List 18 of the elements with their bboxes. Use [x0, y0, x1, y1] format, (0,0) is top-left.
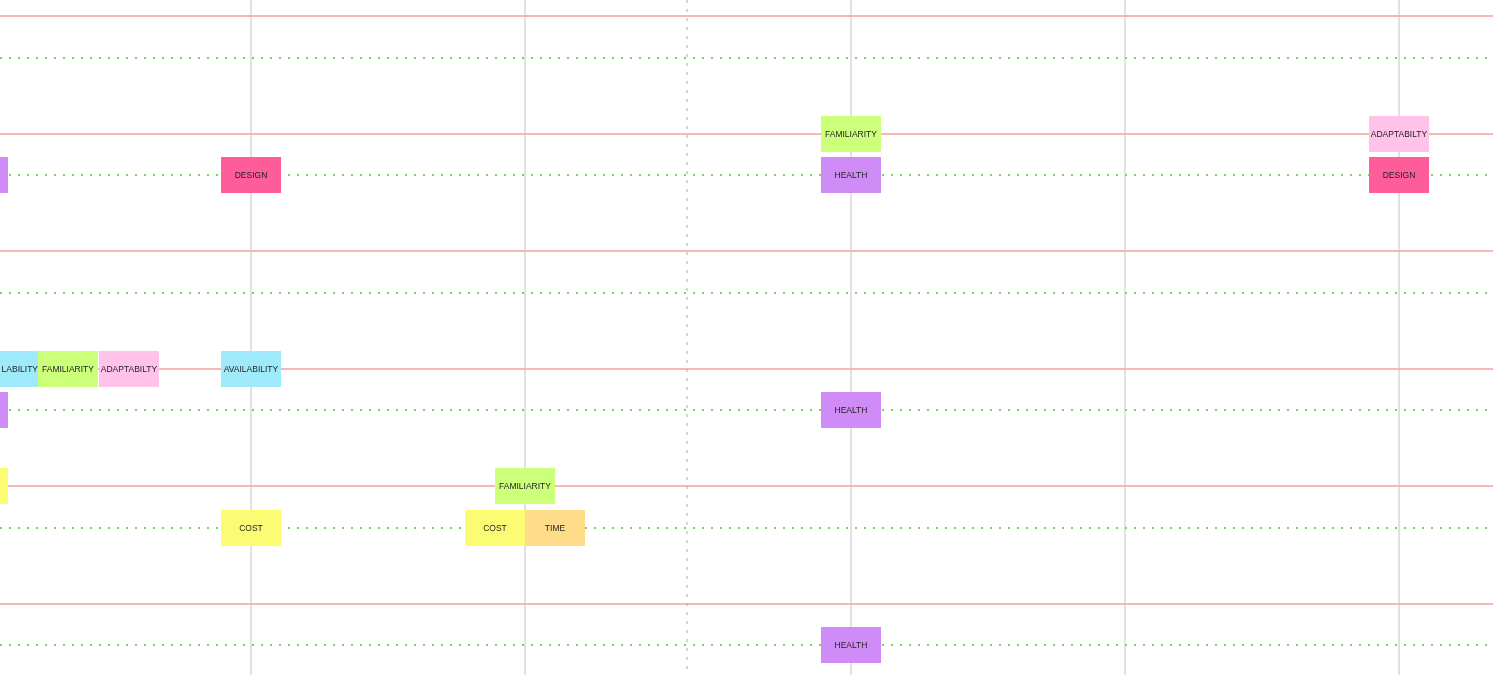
- sticky-note: HEALTH: [821, 392, 881, 428]
- sticky-note: DESIGN: [221, 157, 281, 193]
- sticky-note: FAMILIARITY: [495, 468, 555, 504]
- sticky-note: HEALTH: [821, 157, 881, 193]
- sticky-note: TIME: [525, 510, 585, 546]
- sticky-note: LABILITY: [0, 351, 38, 387]
- sticky-note: [0, 392, 8, 428]
- sticky-note: HEALTH: [821, 627, 881, 663]
- sticky-note: FAMILIARITY: [821, 116, 881, 152]
- sticky-note: COST: [221, 510, 281, 546]
- sticky-note: [0, 157, 8, 193]
- sticky-note: [0, 468, 8, 504]
- sticky-note: DESIGN: [1369, 157, 1429, 193]
- sticky-note: ADAPTABILTY: [1369, 116, 1429, 152]
- sticky-note: FAMILIARITY: [38, 351, 98, 387]
- sticky-note: AVAILABILITY: [221, 351, 281, 387]
- sticky-note: ADAPTABILTY: [99, 351, 159, 387]
- sticky-note: COST: [465, 510, 525, 546]
